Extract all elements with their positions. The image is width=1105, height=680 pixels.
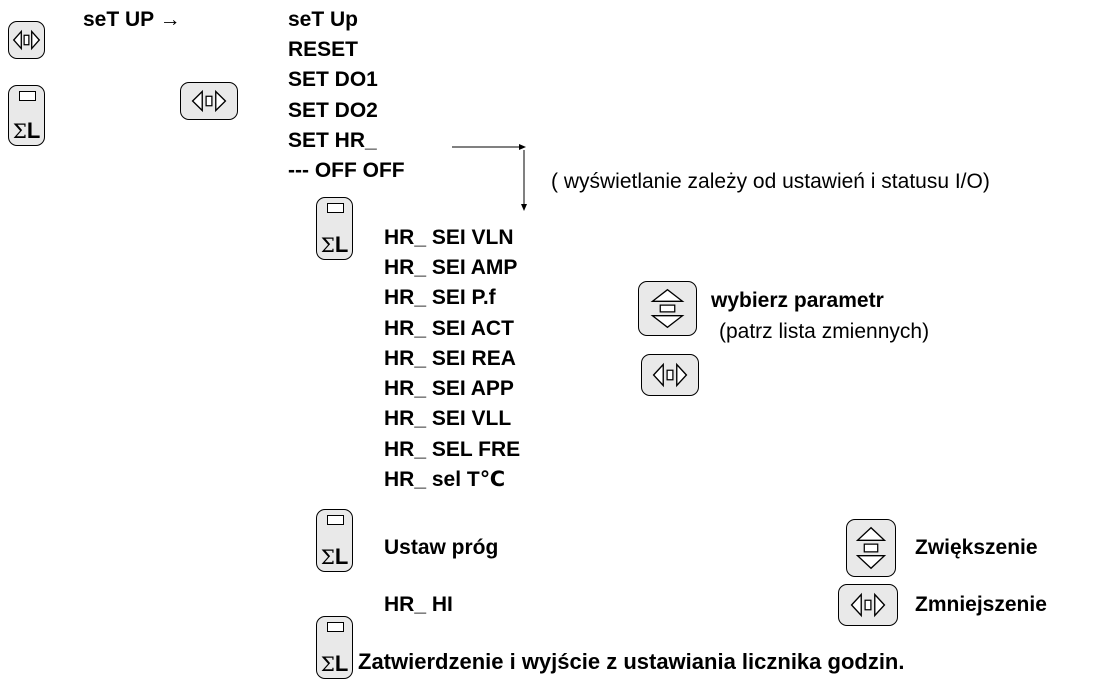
left-right-arrow-icon — [652, 362, 688, 388]
increase-label: Zwiększenie — [915, 536, 1038, 559]
sum-l-key-icon: ΣL — [12, 118, 41, 144]
up-down-key[interactable] — [638, 281, 697, 336]
up-down-arrow-icon — [650, 288, 685, 329]
led-indicator — [327, 622, 344, 632]
hr-parameter-item: HR_ SEI VLN — [384, 226, 514, 249]
threshold-value-label: HR_ HI — [384, 593, 453, 616]
confirm-exit-label: Zatwierdzenie i wyjście z ustawiania lic… — [358, 649, 905, 674]
sum-l-key-icon: ΣL — [320, 651, 349, 677]
sum-l-key[interactable]: ΣL — [316, 509, 353, 572]
hr-parameter-item: HR_ sel T℃ — [384, 468, 506, 491]
sum-l-key[interactable]: ΣL — [316, 616, 353, 679]
left-right-key[interactable] — [838, 584, 898, 626]
up-down-key[interactable] — [846, 519, 896, 577]
left-right-arrow-icon — [12, 29, 41, 51]
led-indicator — [327, 203, 344, 213]
menu-item: SET HR_ — [288, 129, 377, 152]
sum-l-key[interactable]: ΣL — [8, 85, 45, 146]
hr-parameter-item: HR_ SEI APP — [384, 377, 514, 400]
left-right-key[interactable] — [641, 354, 699, 396]
display-note: ( wyświetlanie zależy od ustawień i stat… — [551, 170, 990, 193]
left-right-key[interactable] — [180, 82, 238, 120]
led-indicator — [327, 515, 344, 525]
up-down-arrow-icon — [855, 526, 887, 570]
menu-item: SET DO1 — [288, 68, 378, 91]
decrease-label: Zmniejszenie — [915, 593, 1047, 616]
menu-item: --- OFF OFF — [288, 159, 405, 182]
set-threshold-label: Ustaw próg — [384, 536, 499, 559]
sum-l-key[interactable]: ΣL — [316, 197, 353, 260]
hr-parameter-item: HR_ SEI ACT — [384, 317, 514, 340]
hr-parameter-item: HR_ SEL FRE — [384, 438, 521, 461]
left-right-arrow-icon — [191, 89, 227, 113]
left-right-arrow-icon — [850, 592, 886, 618]
sum-l-key-icon: ΣL — [320, 544, 349, 570]
sum-l-key-icon: ΣL — [320, 232, 349, 258]
hr-parameter-item: HR_ SEI P.f — [384, 286, 496, 309]
select-parameter-subtitle: (patrz lista zmiennych) — [719, 320, 930, 343]
menu-item: RESET — [288, 38, 359, 61]
menu-item: seT Up — [288, 8, 359, 31]
select-parameter-title: wybierz parametr — [711, 289, 884, 312]
hr-parameter-item: HR_ SEI VLL — [384, 407, 512, 430]
hr-parameter-item: HR_ SEI REA — [384, 347, 516, 370]
led-indicator — [19, 91, 36, 101]
hr-parameter-item: HR_ SEI AMP — [384, 256, 518, 279]
left-right-key[interactable] — [8, 21, 45, 59]
menu-item: SET DO2 — [288, 99, 378, 122]
setup-entry-label: seT UP → — [83, 8, 181, 31]
